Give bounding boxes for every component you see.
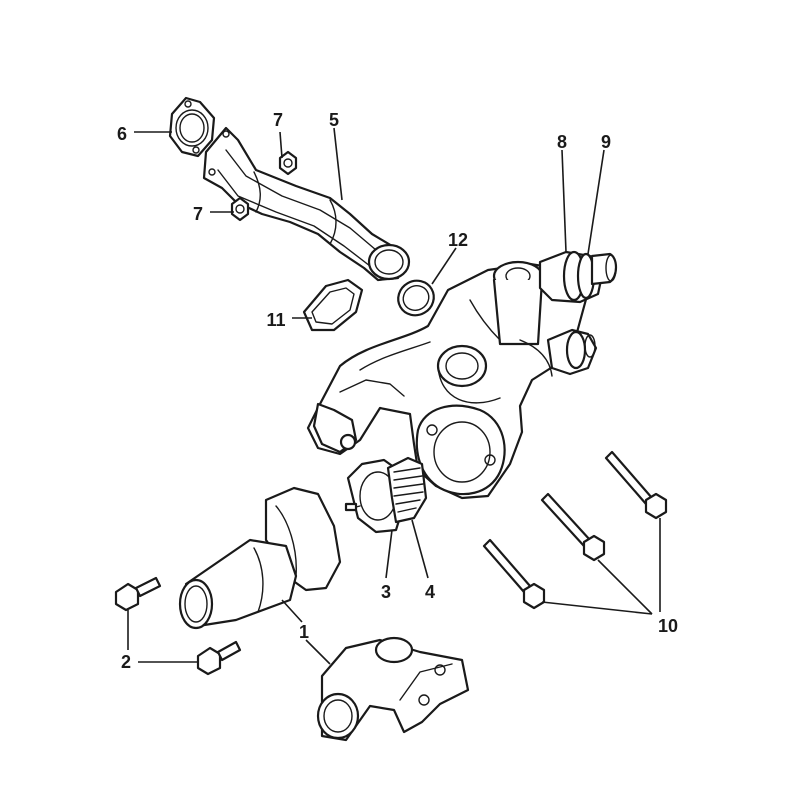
callout-labels: 6 7 7 5 12 11 8 9 3 4 1 2 10 — [117, 110, 678, 672]
leader-lines — [127, 127, 661, 665]
callout-6: 6 — [117, 124, 127, 144]
bolt-10-a — [604, 450, 668, 520]
callout-10: 10 — [658, 616, 678, 636]
callout-12: 12 — [448, 230, 468, 250]
callout-7-upper: 7 — [273, 110, 283, 130]
coolant-pipe-5 — [202, 126, 411, 282]
callout-2: 2 — [121, 652, 131, 672]
bolt-10-c — [482, 538, 546, 610]
callout-7-lower: 7 — [193, 204, 203, 224]
gasket-6 — [168, 96, 216, 158]
bolt-10-b — [540, 492, 606, 562]
callout-8: 8 — [557, 132, 567, 152]
bolt-2-lower — [196, 640, 242, 676]
callout-3: 3 — [381, 582, 391, 602]
nut-7-lower — [230, 196, 250, 222]
outlet-upper — [538, 250, 618, 304]
gasket-11 — [302, 278, 364, 332]
bolt-2-upper — [114, 576, 162, 612]
nut-7-upper — [278, 150, 298, 176]
inlet-tube — [178, 486, 342, 630]
callout-9: 9 — [601, 132, 611, 152]
callout-1: 1 — [299, 622, 309, 642]
outlet-lower — [546, 328, 598, 376]
o-ring-12 — [397, 279, 435, 317]
callout-5: 5 — [329, 110, 339, 130]
thermostat-housing — [306, 260, 590, 500]
thermostat-valve-4 — [386, 456, 428, 524]
callout-4: 4 — [425, 582, 435, 602]
elbow-housing-1 — [316, 636, 470, 742]
callout-11: 11 — [266, 310, 285, 330]
